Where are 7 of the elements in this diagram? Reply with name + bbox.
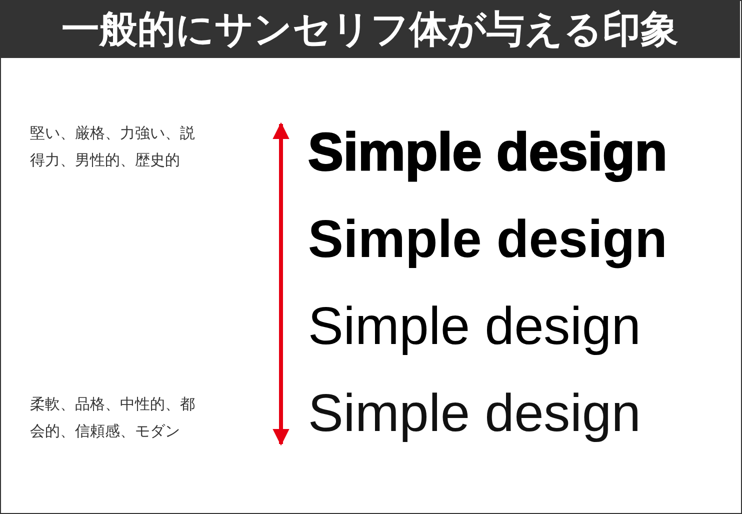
impression-text: 柔軟、品格、中性的、都会的、信頼感、モダン xyxy=(30,394,195,442)
font-sample: Simple design xyxy=(308,297,641,357)
font-sample: Simple design xyxy=(308,384,641,444)
title: 一般的にサンセリフ体が与える印象 xyxy=(60,6,680,53)
font-sample: Simple design xyxy=(308,123,668,183)
impression-text: 堅い、厳格、力強い、説得力、男性的、歴史的 xyxy=(30,123,195,171)
font-sample: Simple design xyxy=(308,210,668,270)
